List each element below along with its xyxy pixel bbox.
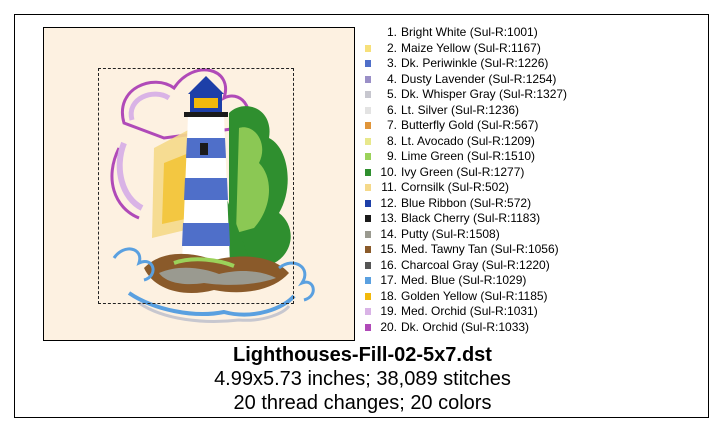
color-swatch	[365, 184, 371, 192]
color-swatch	[365, 261, 371, 269]
color-swatch	[365, 122, 371, 130]
color-swatch	[365, 308, 371, 316]
hoop-outline	[98, 68, 294, 304]
color-swatch	[365, 292, 371, 300]
thread-number: 3.	[386, 56, 397, 70]
thread-item: 11. Cornsilk (Sul-R:502)	[365, 180, 705, 196]
thread-item: 16. Charcoal Gray (Sul-R:1220)	[365, 258, 705, 274]
color-swatch	[365, 153, 371, 161]
color-swatch	[365, 60, 371, 68]
thread-number: 16.	[380, 257, 397, 272]
thread-number: 19.	[380, 304, 397, 318]
thread-name: Dk. Whisper Gray (Sul-R:1327)	[401, 87, 568, 101]
thread-name: Med. Tawny Tan (Sul-R:1056)	[401, 242, 559, 256]
thread-name: Golden Yellow (Sul-R:1185)	[401, 288, 548, 303]
design-caption: Lighthouses-Fill-02-5x7.dst 4.99x5.73 in…	[15, 343, 710, 415]
thread-number: 2.	[386, 40, 397, 55]
thread-number: 1.	[386, 25, 397, 39]
thread-number: 17.	[380, 273, 397, 287]
color-swatch	[365, 168, 371, 176]
thread-number: 15.	[380, 242, 397, 256]
color-swatch	[365, 277, 371, 285]
thread-number: 4.	[386, 71, 397, 86]
color-swatch	[365, 215, 371, 223]
thread-name: Dk. Orchid (Sul-R:1033)	[401, 319, 530, 334]
thread-number: 9.	[386, 149, 397, 163]
thread-name: Lime Green (Sul-R:1510)	[401, 149, 536, 163]
color-swatch	[365, 75, 371, 83]
design-thread-changes: 20 thread changes; 20 colors	[233, 392, 492, 414]
design-card: 1. Bright White (Sul-R:1001) 2. Maize Yell…	[14, 14, 709, 418]
thread-number: 5.	[386, 87, 397, 101]
thread-name: Dusty Lavender (Sul-R:1254)	[401, 71, 557, 86]
lighthouse-artwork	[110, 68, 315, 323]
thread-number: 11.	[381, 180, 397, 194]
thread-name: Lt. Avocado (Sul-R:1209)	[401, 133, 535, 148]
thread-name: Ivy Green (Sul-R:1277)	[401, 164, 525, 179]
color-swatch	[365, 91, 371, 99]
thread-number: 12.	[380, 195, 397, 210]
thread-name: Charcoal Gray (Sul-R:1220)	[401, 257, 550, 272]
thread-color-list: 1. Bright White (Sul-R:1001) 2. Maize Yell…	[365, 25, 705, 335]
thread-number: 13.	[380, 211, 397, 225]
thread-number: 18.	[380, 288, 397, 303]
thread-name: Med. Blue (Sul-R:1029)	[401, 273, 527, 287]
thread-name: Blue Ribbon (Sul-R:572)	[401, 195, 532, 210]
thread-name: Maize Yellow (Sul-R:1167)	[401, 40, 541, 55]
color-swatch	[365, 106, 371, 114]
thread-item: 12. Blue Ribbon (Sul-R:572)	[365, 196, 705, 212]
thread-name: Putty (Sul-R:1508)	[401, 226, 500, 241]
thread-item: 4. Dusty Lavender (Sul-R:1254)	[365, 72, 705, 88]
color-swatch	[365, 199, 371, 207]
embroidery-preview	[43, 27, 355, 341]
thread-item: 17. Med. Blue (Sul-R:1029)	[365, 273, 705, 289]
thread-name: Lt. Silver (Sul-R:1236)	[401, 102, 520, 117]
design-filename: Lighthouses-Fill-02-5x7.dst	[233, 344, 492, 366]
thread-number: 8.	[386, 133, 397, 148]
thread-name: Cornsilk (Sul-R:502)	[401, 180, 510, 194]
thread-number: 10.	[380, 164, 397, 179]
thread-item: 15. Med. Tawny Tan (Sul-R:1056)	[365, 242, 705, 258]
thread-name: Butterfly Gold (Sul-R:567)	[401, 118, 539, 132]
thread-item: 2. Maize Yellow (Sul-R:1167)	[365, 41, 705, 57]
thread-item: 5. Dk. Whisper Gray (Sul-R:1327)	[365, 87, 705, 103]
thread-number: 7.	[386, 118, 397, 132]
thread-item: 20. Dk. Orchid (Sul-R:1033)	[365, 320, 705, 336]
color-swatch	[365, 246, 371, 254]
thread-item: 14. Putty (Sul-R:1508)	[365, 227, 705, 243]
color-swatch	[365, 137, 371, 145]
color-swatch	[365, 29, 371, 37]
thread-item: 7. Butterfly Gold (Sul-R:567)	[365, 118, 705, 134]
thread-item: 3. Dk. Periwinkle (Sul-R:1226)	[365, 56, 705, 72]
thread-number: 6.	[386, 102, 397, 117]
thread-name: Dk. Periwinkle (Sul-R:1226)	[401, 56, 549, 70]
thread-item: 6. Lt. Silver (Sul-R:1236)	[365, 103, 705, 119]
thread-item: 13. Black Cherry (Sul-R:1183)	[365, 211, 705, 227]
thread-number: 14.	[380, 226, 397, 241]
color-swatch	[365, 323, 371, 331]
thread-item: 9. Lime Green (Sul-R:1510)	[365, 149, 705, 165]
thread-item: 8. Lt. Avocado (Sul-R:1209)	[365, 134, 705, 150]
color-swatch	[365, 230, 371, 238]
thread-item: 19. Med. Orchid (Sul-R:1031)	[365, 304, 705, 320]
thread-name: Black Cherry (Sul-R:1183)	[401, 211, 541, 225]
thread-item: 10. Ivy Green (Sul-R:1277)	[365, 165, 705, 181]
thread-number: 20.	[380, 319, 397, 334]
thread-name: Med. Orchid (Sul-R:1031)	[401, 304, 538, 318]
thread-item: 1. Bright White (Sul-R:1001)	[365, 25, 705, 41]
color-swatch	[365, 44, 371, 52]
thread-item: 18. Golden Yellow (Sul-R:1185)	[365, 289, 705, 305]
design-size-stitches: 4.99x5.73 inches; 38,089 stitches	[214, 368, 511, 390]
thread-name: Bright White (Sul-R:1001)	[401, 25, 538, 39]
